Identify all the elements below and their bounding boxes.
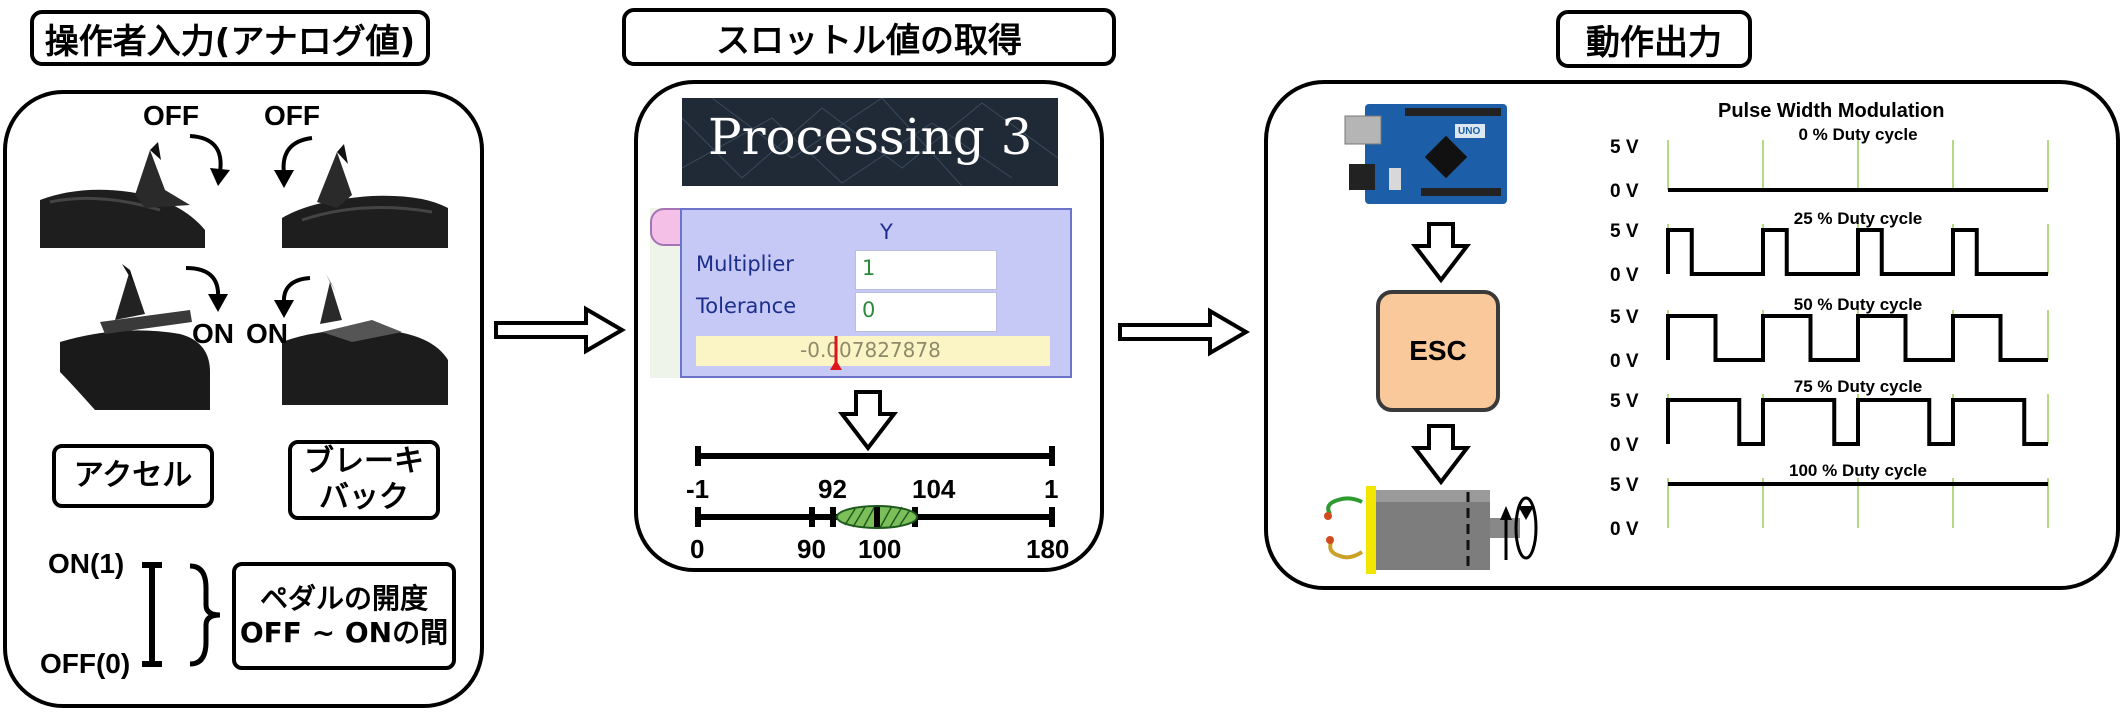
off-value-label: OFF(0): [40, 648, 131, 679]
output-section-title: 動作出力: [1556, 10, 1752, 68]
processing-logo-text: Processing 3: [708, 108, 1033, 166]
flow-arrow-right-2: [1118, 307, 1250, 357]
dc-motor-image: [1324, 486, 1538, 574]
pwm-high-label: 5 V: [1610, 137, 1639, 158]
arduino-uno-label: UNO: [1458, 126, 1481, 137]
brake-label-line2: バック: [319, 480, 409, 515]
map-top-92: 92: [818, 474, 847, 504]
input-section-title: 操作者入力(アナログ値): [30, 10, 430, 66]
pwm-duty-label: 25 % Duty cycle: [1794, 209, 1923, 228]
pwm-low-label: 0 V: [1610, 351, 1639, 372]
down-arrow-to-esc: [1410, 222, 1472, 284]
on-value-label: ON(1): [48, 548, 125, 579]
tolerance-label: Tolerance: [696, 294, 797, 318]
accel-press-arrow-icon: [189, 134, 230, 186]
pedal-opening-note: ペダルの開度 OFF ~ ONの間: [232, 562, 456, 670]
pwm-title: Pulse Width Modulation: [1718, 100, 1945, 122]
reading-marker-icon: [830, 336, 842, 370]
brake-release-arrow-icon: [274, 276, 311, 318]
flow-arrow-right-1: [494, 305, 626, 355]
pwm-waveform-25: [1666, 228, 2048, 276]
pwm-low-label: 0 V: [1610, 519, 1639, 540]
map-bottom-right: 180: [1026, 534, 1070, 564]
accel-label-box: アクセル: [52, 444, 214, 508]
pwm-waveform-50: [1666, 314, 2048, 362]
processing-logo-pattern: [682, 98, 1058, 186]
pwm-high-label: 5 V: [1610, 391, 1639, 412]
multiplier-input[interactable]: 1: [855, 250, 997, 290]
reading-bar: [696, 336, 1050, 366]
map-top-right: 1: [1044, 474, 1059, 504]
tolerance-input[interactable]: 0: [855, 292, 997, 332]
brake-press-arrow-icon: [274, 136, 313, 188]
brake-label-box: ブレーキ バック: [288, 440, 440, 520]
esc-label: ESC: [1409, 335, 1467, 366]
pwm-duty-label: 0 % Duty cycle: [1798, 125, 1917, 144]
pwm-high-label: 5 V: [1610, 475, 1639, 496]
pwm-low-label: 0 V: [1610, 181, 1639, 202]
map-bottom-90: 90: [797, 534, 826, 564]
accel-off-label: OFF: [143, 100, 199, 131]
note-line1: ペダルの開度: [259, 582, 428, 616]
pwm-chart: 0 % Duty cycle 5 V 0 V 25 % Duty cycle 5 V 0 …: [1610, 125, 2049, 540]
accel-label: アクセル: [73, 458, 193, 493]
brake-label-line1: ブレーキ: [304, 444, 424, 479]
brake-off-label: OFF: [264, 100, 320, 131]
accel-pedal-on-image: [60, 264, 210, 410]
pwm-duty-label: 50 % Duty cycle: [1794, 295, 1923, 314]
pwm-low-label: 0 V: [1610, 435, 1639, 456]
accel-pedal-off-image: [40, 142, 205, 248]
esc-box: ESC: [1376, 290, 1500, 412]
pwm-high-label: 5 V: [1610, 221, 1639, 242]
accel-on-label: ON: [192, 318, 234, 349]
down-arrow-to-motor: [1410, 424, 1472, 486]
pwm-low-label: 0 V: [1610, 265, 1639, 286]
pwm-waveform-75: [1666, 398, 2048, 446]
arduino-board-image: [1344, 104, 1507, 204]
brake-pedal-on-image: [282, 274, 448, 405]
note-line2: OFF ~ ONの間: [239, 616, 449, 649]
axis-y-label: Y: [880, 220, 893, 244]
pwm-duty-label: 75 % Duty cycle: [1794, 377, 1923, 396]
accel-release-arrow-icon: [185, 266, 228, 312]
reading-value: -0.007827878: [800, 338, 941, 362]
map-top-104: 104: [912, 474, 956, 504]
map-bottom-left: 0: [690, 534, 705, 564]
throttle-section-title: スロットル値の取得: [622, 8, 1116, 66]
pedal-range-bracket: [142, 562, 221, 667]
pwm-duty-label: 100 % Duty cycle: [1789, 461, 1927, 480]
throttle-mapping-diagram: [695, 446, 1055, 529]
map-bottom-100: 100: [858, 534, 902, 564]
brake-on-label: ON: [246, 318, 288, 349]
brake-pedal-off-image: [282, 144, 448, 248]
map-top-left: -1: [686, 474, 710, 504]
multiplier-label: Multiplier: [696, 252, 794, 276]
pwm-high-label: 5 V: [1610, 307, 1639, 328]
processing-logo: Processing 3: [682, 98, 1058, 186]
down-arrow-mapping: [837, 390, 899, 452]
